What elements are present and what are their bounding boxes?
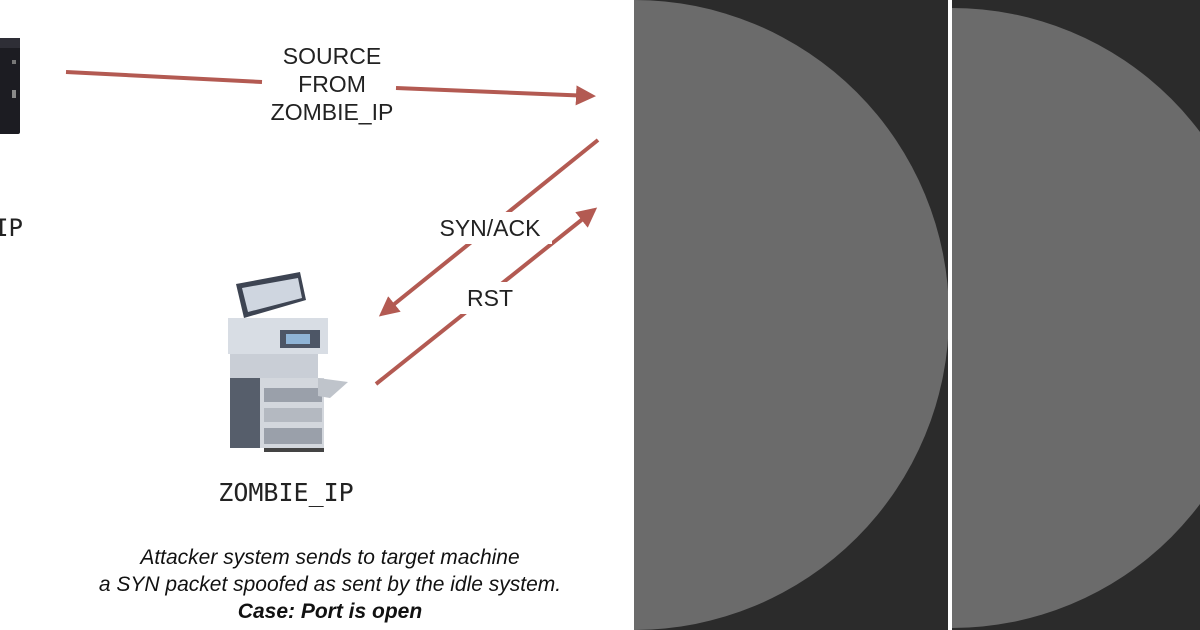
caption-line-2: a SYN packet spoofed as sent by the idle… <box>98 573 562 596</box>
source-label-line-2: FROM <box>298 71 366 97</box>
source-from-zombie-label: SOURCE FROM ZOMBIE_IP <box>232 42 432 126</box>
caption: Attacker system sends to target machine … <box>40 544 620 625</box>
synack-label: SYN/ACK <box>439 215 541 241</box>
computer-tower-icon <box>0 38 20 134</box>
printer-icon <box>228 272 348 452</box>
caption-case: Case: Port is open <box>237 600 423 623</box>
zombie-ip-label: ZOMBIE_IP <box>218 478 354 507</box>
panel-right-half-circle <box>952 8 1200 628</box>
panel-left-half-circle <box>634 0 949 630</box>
rst-label-bg <box>454 282 526 314</box>
arrow-source-to-target-head <box>395 85 596 106</box>
arrow-source-to-target <box>65 70 263 84</box>
rst-label: RST <box>467 285 513 311</box>
synack-label-bg <box>428 212 552 244</box>
panel-divider <box>948 0 952 630</box>
caption-line-1: Attacker system sends to target machine <box>140 546 520 569</box>
attacker-ip-label: IP <box>0 214 23 242</box>
target-panels <box>634 0 1200 630</box>
source-label-line-1: SOURCE <box>282 43 382 69</box>
source-label-line-3: ZOMBIE_IP <box>270 99 394 125</box>
